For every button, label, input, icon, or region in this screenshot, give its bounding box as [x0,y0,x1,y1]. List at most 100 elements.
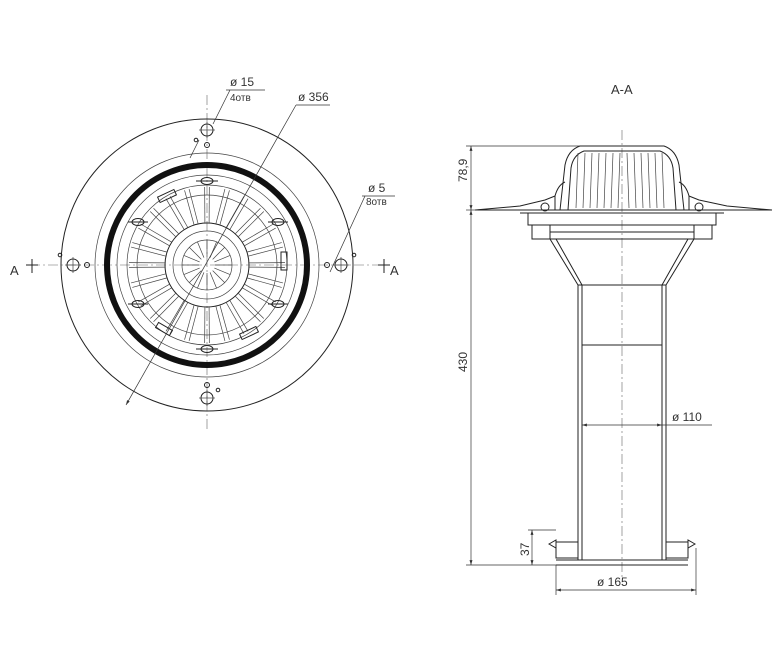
rib-line [242,223,274,243]
section-marker-left: A [10,259,38,278]
rib-line [225,302,245,334]
rib-line [188,305,199,342]
rib-line [165,198,185,230]
hole15-diameter: ø 15 [230,75,254,89]
flange-inner-circle [94,152,320,378]
rib-line [237,292,265,319]
dome-rib [197,272,205,289]
rib-line [247,246,284,257]
dim-top-height: 78,9 [456,145,580,211]
dome-grate [554,145,690,211]
rib-line [246,242,282,253]
dim-pipe-height: 430 [456,210,556,566]
section-view: A-A [456,82,773,595]
dim-collar-diameter: ø 165 [555,548,697,595]
grate-bar [633,152,637,209]
section-marker-right: A [378,259,399,278]
dome-rib [197,241,205,258]
rib-line [138,283,170,303]
rib-line [188,188,199,225]
rib-line [237,211,265,238]
grate-bar [596,152,600,209]
rib-line [169,302,189,334]
rib-line [130,246,167,257]
rib-line [219,304,230,340]
hole5-diameter: ø 5 [368,181,386,195]
plan-view: A A ø 15 4отв ø 356 ø 5 8отв [10,75,399,430]
rib-line [234,295,261,323]
grate-bar [603,152,607,209]
leaf-guard-middle [136,194,278,336]
leaf-guard-ribs [129,187,285,343]
dome-rib [212,270,225,283]
dim-collar-diameter-label: ø 165 [597,575,628,589]
grate-bar [589,152,593,209]
rib-line [229,198,249,230]
rib-line [244,283,276,303]
rib-line [153,207,180,235]
grate-bar [575,152,579,209]
dome-rib [183,255,200,263]
grate-bars [575,152,665,209]
dim-pipe-diameter: ø 110 [582,410,712,427]
rib-line [184,190,195,226]
outlet-inner-ring [172,230,242,300]
grate-bar [610,152,614,209]
section-label-left: A [10,263,19,278]
section-label-right: A [390,263,399,278]
dim-pipe-height-label: 430 [456,352,470,372]
rib-line [140,223,172,243]
grate-bar [661,152,665,209]
rib-line [165,300,185,332]
dome-rib [214,255,231,263]
rib-line [219,190,230,226]
rib-line [246,277,282,288]
rib-line [184,304,195,340]
flange-diameter-label: ø 356 [298,90,329,104]
grate-bar [626,152,630,209]
rib-line [244,227,276,247]
grate-bar [640,152,644,209]
rib-line [149,211,177,238]
bottom-collar [547,539,697,566]
outlet-body [527,212,717,560]
clamp-ring-inner [116,174,298,356]
grate-bar [582,152,586,209]
rib-line [153,295,180,323]
rib-line [130,273,167,284]
roof-flange [474,195,773,214]
leader-diameter-356: ø 356 [125,90,330,406]
grate-bar [647,152,651,209]
dim-collar-height-label: 37 [518,542,532,556]
dim-top-height-label: 78,9 [456,158,470,182]
grate-bar [654,152,658,209]
rib-line [234,207,261,235]
rib-line [138,227,170,247]
rib-line [215,188,226,225]
large-bolt-holes [65,122,349,406]
rib-line [247,273,284,284]
hole15-count: 4отв [230,93,251,104]
dim-collar-height: 37 [518,529,556,565]
dome-rib [214,267,231,275]
leader-hole-5: ø 5 8отв [329,181,395,273]
dim-pipe-diameter-label: ø 110 [672,410,702,424]
rib-line [132,277,168,288]
dome-rib [189,247,202,260]
rib-line [149,292,177,319]
leader-hole-15: ø 15 4отв [189,75,265,159]
rib-line [132,242,168,253]
small-holes [57,137,357,393]
dome-rib [189,270,202,283]
rib-line [242,287,274,307]
outlet-ring [164,222,250,308]
rib-line [229,300,249,332]
grate-bar [617,152,621,209]
dome-rib [209,272,217,289]
dome-rib [183,267,200,275]
hole5-count: 8отв [366,197,387,208]
outer-flange-circle [60,118,354,412]
clamp-ring-thick [104,162,310,368]
